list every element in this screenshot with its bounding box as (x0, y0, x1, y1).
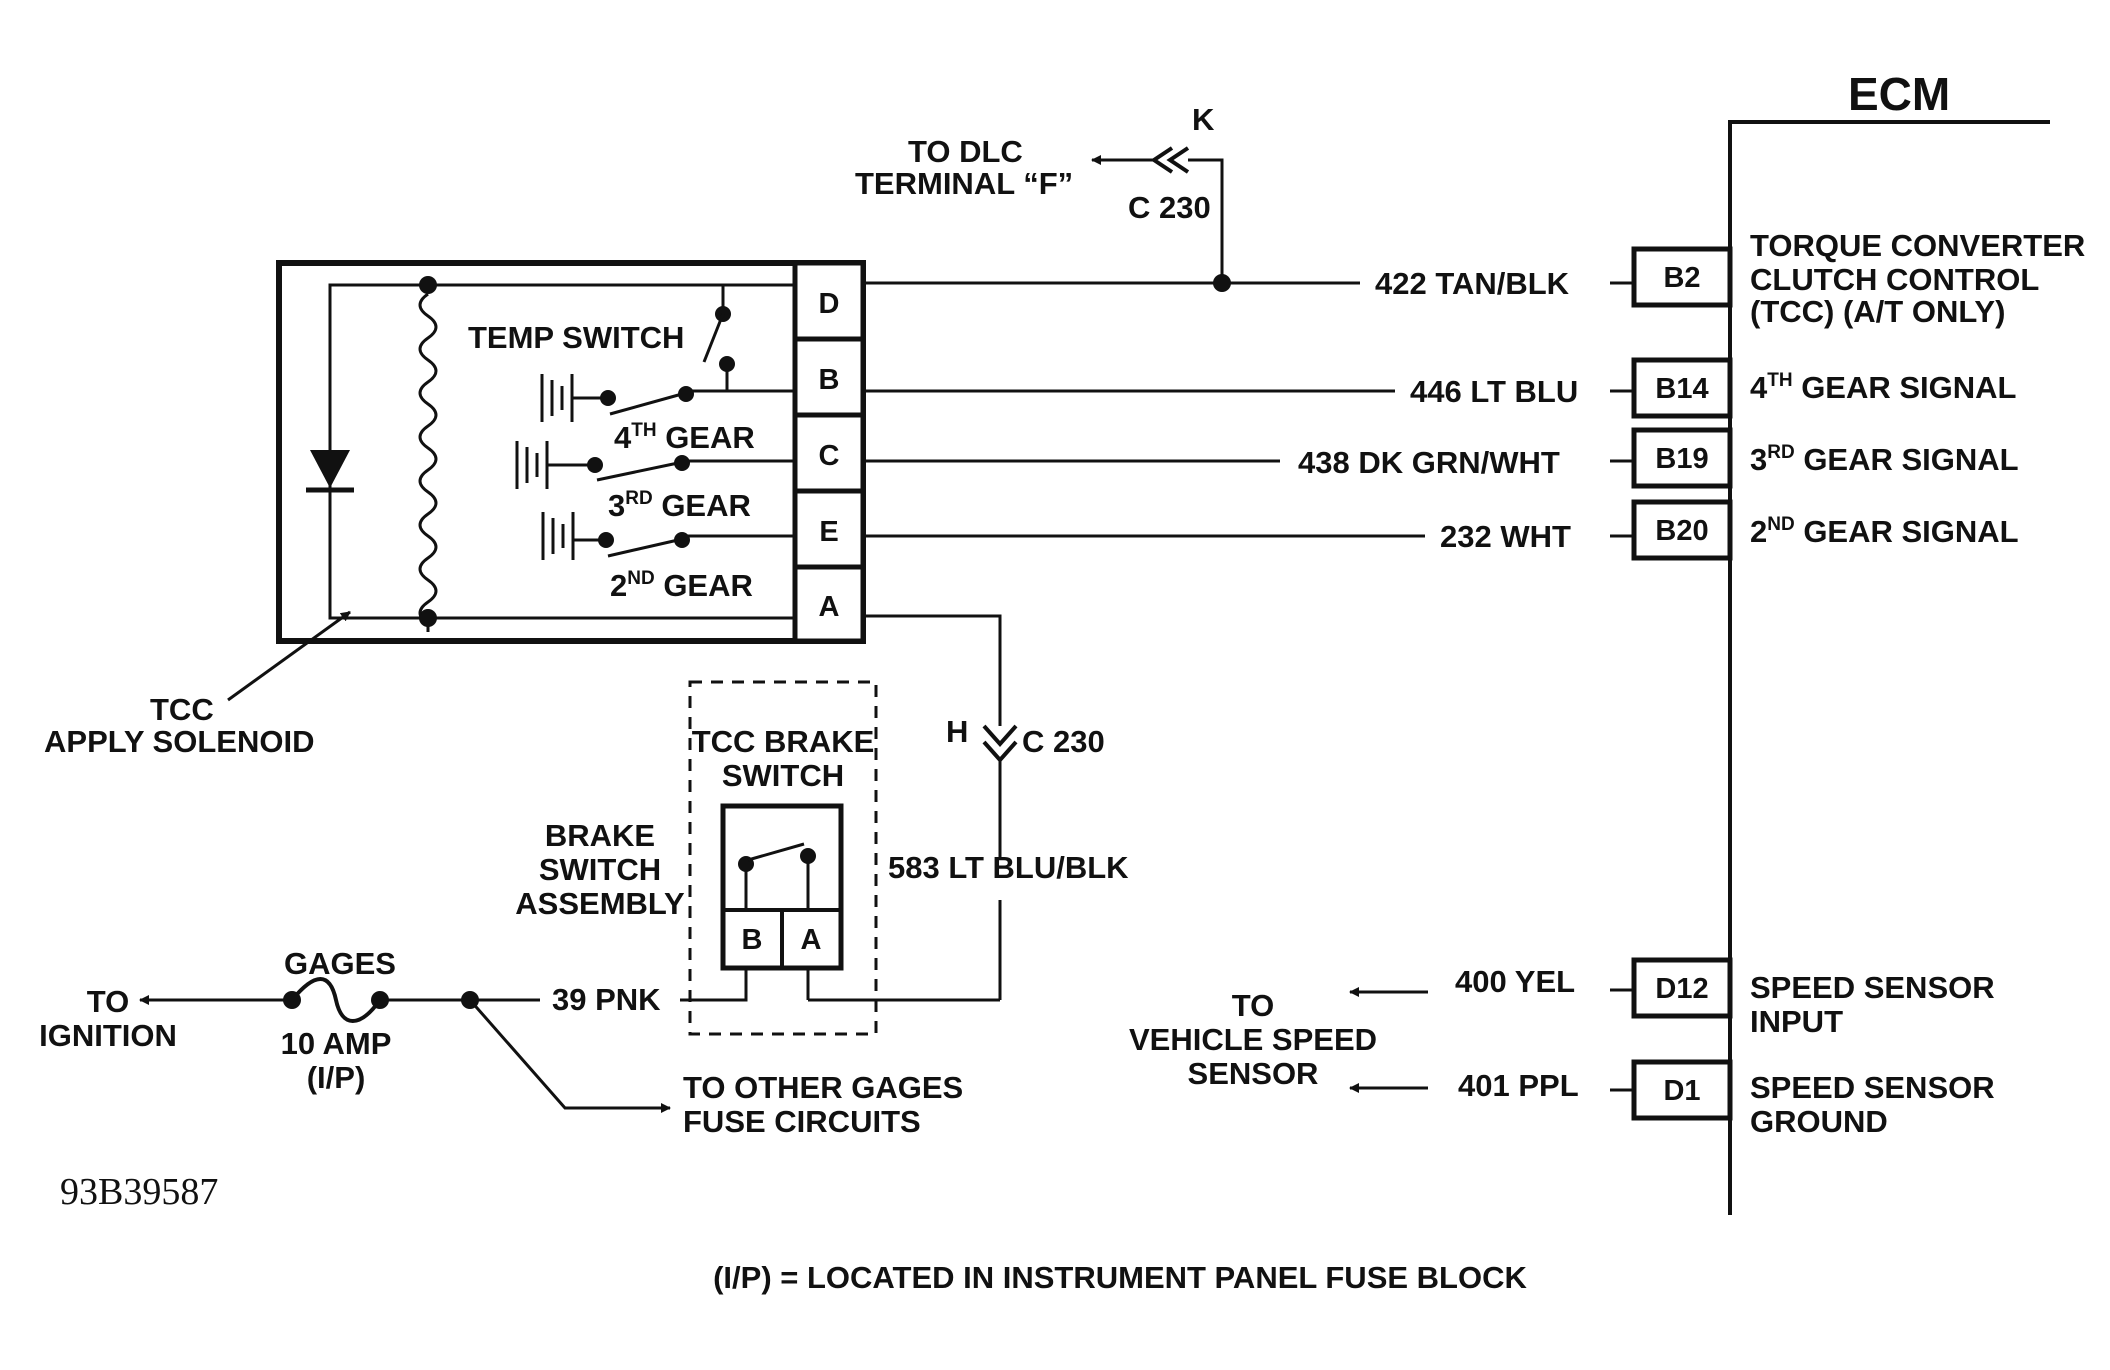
terminal-column: D B C E A (792, 260, 866, 644)
ecm-pin-b20: B20 (1631, 499, 1733, 561)
connector-h-letter: H (946, 714, 968, 749)
to-other-2: FUSE CIRCUITS (683, 1104, 921, 1139)
brake-terminal-a: A (801, 924, 822, 956)
svg-text:B14: B14 (1655, 373, 1708, 405)
brake-assembly-3: ASSEMBLY (515, 886, 685, 921)
wire-446-label: 446 LT BLU (1410, 374, 1578, 409)
switch-4th-gear: 4TH GEAR (540, 374, 795, 455)
vss-label-2: VEHICLE SPEED (1129, 1022, 1377, 1057)
terminal-a: A (819, 591, 840, 623)
svg-text:B19: B19 (1655, 443, 1708, 475)
ecm-b2-desc-1: TORQUE CONVERTER (1750, 228, 2085, 263)
vss-label-1: TO (1232, 988, 1275, 1023)
dlc-label-1: TO DLC (908, 134, 1023, 169)
to-ignition-2: IGNITION (39, 1018, 177, 1053)
svg-text:D12: D12 (1655, 973, 1708, 1005)
ecm-pin-b19: B19 (1631, 427, 1733, 489)
vss-circuit: 400 YEL 401 PPL TO VEHICLE SPEED SENSOR (1129, 964, 1634, 1103)
ecm-pin-d12: D12 (1631, 957, 1733, 1019)
terminal-d: D (819, 288, 840, 320)
ecm-outline (1728, 120, 2050, 1215)
terminal-c: C (819, 440, 840, 472)
wire-401-label: 401 PPL (1458, 1068, 1579, 1103)
connector-h-name: C 230 (1022, 724, 1105, 759)
fuse-location: (I/P) (307, 1060, 366, 1095)
brake-assembly-2: SWITCH (539, 852, 661, 887)
brake-assembly-1: BRAKE (545, 818, 655, 853)
ecm-title: ECM (1848, 68, 1950, 120)
dlc-label-2: TERMINAL “F” (855, 166, 1073, 201)
tcc-brake-switch-2: SWITCH (722, 758, 844, 793)
svg-text:D1: D1 (1663, 1075, 1700, 1107)
fuse-name: GAGES (284, 946, 396, 981)
svg-text:B2: B2 (1663, 262, 1700, 294)
connector-h-symbol (982, 724, 1018, 764)
switch-3rd-gear: 3RD GEAR (515, 441, 795, 523)
ecm-d12-desc-2: INPUT (1750, 1004, 1843, 1039)
ecm-pin-d1: D1 (1631, 1059, 1733, 1121)
temp-switch-label: TEMP SWITCH (468, 320, 684, 355)
figure-id: 93B39587 (60, 1171, 218, 1213)
footnote: (I/P) = LOCATED IN INSTRUMENT PANEL FUSE… (713, 1260, 1527, 1295)
connector-k-symbol (1150, 146, 1190, 174)
wire-438-label: 438 DK GRN/WHT (1298, 445, 1560, 480)
ecm-b2-desc-3: (TCC) (A/T ONLY) (1750, 294, 2005, 329)
ecm-d12-desc-1: SPEED SENSOR (1750, 970, 1995, 1005)
dlc-branch: K C 230 TO DLC TERMINAL “F” (855, 102, 1231, 292)
brake-assembly-outline (688, 680, 878, 1036)
ecm-b20-desc: 2ND GEAR SIGNAL (1750, 514, 2019, 549)
brake-circuit: H C 230 583 LT BLU/BLK TCC BRAKE SWITCH … (515, 614, 1129, 1036)
svg-text:B20: B20 (1655, 515, 1708, 547)
ecm-block: ECM B2 B14 B19 B20 D12 D1 TORQUE CONVERT… (1631, 68, 2085, 1215)
terminal-e: E (819, 516, 838, 548)
fuse-rating: 10 AMP (281, 1026, 392, 1061)
ecm-pin-b2: B2 (1631, 246, 1733, 308)
vss-label-3: SENSOR (1188, 1056, 1319, 1091)
ecm-d1-desc-2: GROUND (1750, 1104, 1888, 1139)
solenoid-coil-icon (418, 292, 438, 632)
ecm-b19-desc: 3RD GEAR SIGNAL (1750, 442, 2019, 477)
wire-400-label: 400 YEL (1455, 964, 1575, 999)
wire-232: 232 WHT (865, 519, 1634, 554)
gear2-label: 2ND GEAR (610, 568, 753, 603)
wire-583-label: 583 LT BLU/BLK (888, 850, 1129, 885)
gear4-label: 4TH GEAR (614, 420, 755, 455)
solenoid-assembly: D B C E A TEMP SWITCH (44, 260, 866, 759)
wire-422-label: 422 TAN/BLK (1375, 266, 1570, 301)
ecm-b2-desc-2: CLUTCH CONTROL (1750, 262, 2039, 297)
wire-422: 422 TAN/BLK (865, 266, 1634, 301)
wire-438: 438 DK GRN/WHT (865, 445, 1634, 480)
solenoid-callout-2: APPLY SOLENOID (44, 724, 314, 759)
connector-k-letter: K (1192, 102, 1215, 137)
ecm-pin-b14: B14 (1631, 357, 1733, 419)
to-ignition-1: TO (87, 984, 130, 1019)
fuse-icon (290, 977, 382, 1023)
tcc-brake-switch-1: TCC BRAKE (692, 724, 875, 759)
ecm-d1-desc-1: SPEED SENSOR (1750, 1070, 1995, 1105)
diode-icon (310, 450, 350, 488)
switch-2nd-gear: 2ND GEAR (541, 512, 795, 603)
wire-446: 446 LT BLU (865, 374, 1634, 409)
terminal-b: B (819, 364, 840, 396)
gear3-label: 3RD GEAR (608, 488, 751, 523)
fuse-circuit: 39 PNK TO OTHER GAGES FUSE CIRCUITS GAGE… (39, 946, 963, 1139)
solenoid-callout-1: TCC (150, 692, 214, 727)
wire-232-label: 232 WHT (1440, 519, 1571, 554)
brake-terminal-b: B (742, 924, 763, 956)
wire-39-label: 39 PNK (552, 982, 661, 1017)
to-other-1: TO OTHER GAGES (683, 1070, 963, 1105)
ecm-b14-desc: 4TH GEAR SIGNAL (1750, 370, 2016, 405)
connector-k-name: C 230 (1128, 190, 1211, 225)
